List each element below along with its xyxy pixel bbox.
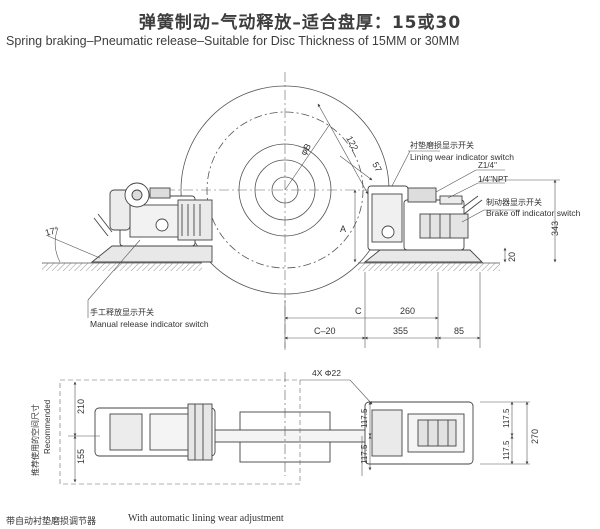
dim-117-5-upper-right: 117.5 [502,408,511,428]
manual-release-label-en: Manual release indicator switch [90,319,209,329]
title-chinese: 弹簧制动–气动释放–适合盘厚：15或30 [138,13,462,33]
dim-57: 57 [370,160,384,174]
recommended-space-label-cn: 推荐使用的空间尺寸 [30,404,40,476]
dim-343: 343 [550,221,560,236]
thread-z-label: Z1/4'' [478,161,498,170]
dim-117-5-lower-right: 117.5 [502,440,511,460]
angle-label: 17° [44,225,60,238]
manual-release-label-cn: 手工释放显示开关 [90,307,154,317]
dim-85: 85 [454,326,464,336]
thread-npt-label: 1/4''NPT [478,175,508,184]
dim-a: A [340,224,346,234]
dim-270: 270 [530,429,540,444]
dim-c: C [355,306,362,316]
dim-210: 210 [76,399,86,414]
footer-note-chinese: 带自动衬垫磨损调节器 [6,517,97,527]
dim-117-5-lower-left: 117.5 [360,444,369,464]
footer-note-english: With automatic lining wear adjustment [128,513,284,524]
brake-off-label-cn: 制动器显示开关 [486,197,542,207]
phi-b-label: φB [298,142,313,157]
holes-label: 4X Φ22 [312,368,341,378]
dim-117-5-upper-left: 117.5 [360,408,369,428]
brake-off-label-en: Brake off indicator switch [486,208,581,218]
dim-355: 355 [393,326,408,336]
ground-hatch-left [42,263,202,271]
dim-20: 20 [507,252,517,262]
ground-hatch-right [358,263,500,271]
right-caliper-front [363,185,484,263]
dim-122: 122 [344,134,360,152]
dim-c-minus-20: C–20 [314,326,336,336]
dim-260: 260 [400,306,415,316]
recommended-space-outline [59,379,301,485]
recommended-space-label-en: Recommended [43,400,52,454]
dim-155: 155 [76,449,86,464]
top-view [94,401,474,465]
left-caliper-front [90,182,213,263]
title-english: Spring braking–Pneumatic release–Suitabl… [6,34,460,48]
lining-switch-label-en: Lining wear indicator switch [410,152,514,162]
lining-switch-label-cn: 衬垫磨损显示开关 [410,140,474,150]
